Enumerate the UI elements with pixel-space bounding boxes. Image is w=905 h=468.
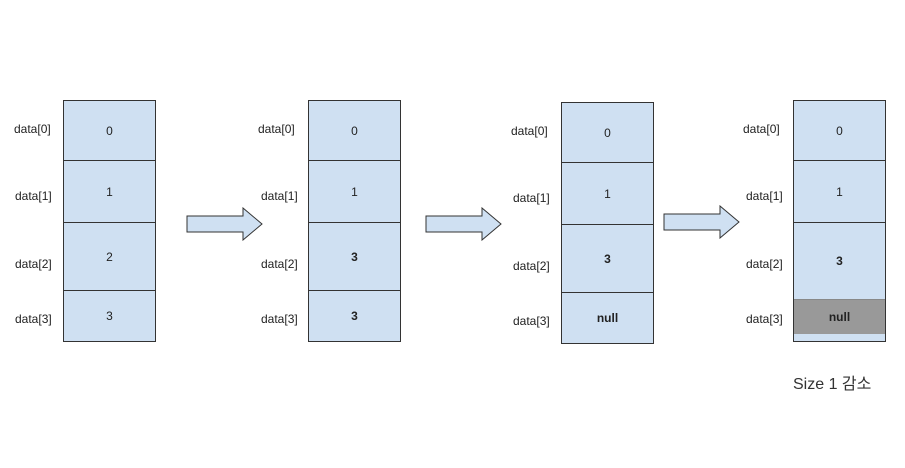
right-arrow-icon [425,207,502,241]
array-cell: 3 [562,225,653,293]
index-label: data[3] [513,314,550,328]
array-cell: 3 [106,309,113,323]
array-cell: 1 [309,161,400,223]
index-label: data[0] [511,124,548,138]
size-decrease-caption: Size 1 감소 [793,376,872,393]
array-box: 0 1 3 null [793,100,886,342]
index-label: data[0] [258,122,295,136]
array-cell: 1 [562,163,653,225]
array-cell: 1 [64,161,155,223]
array-box: 0 1 3 null [561,102,654,344]
index-label: data[0] [743,122,780,136]
array-cell: 0 [562,103,653,163]
array-cell: 3 [351,309,358,323]
right-arrow-icon [186,207,263,241]
array-cell: 3 [836,254,843,268]
index-label: data[2] [261,257,298,271]
array-box: 0 1 3 3 [308,100,401,342]
array-box: 0 1 2 3 [63,100,156,342]
index-label: data[2] [746,257,783,271]
index-label: data[3] [15,312,52,326]
array-cell: 3 [309,223,400,291]
array-cell: null [596,311,619,325]
index-label: data[1] [513,191,550,205]
index-label: data[3] [746,312,783,326]
removed-cell: null [794,299,885,334]
right-arrow-icon [663,205,740,239]
index-label: data[3] [261,312,298,326]
array-cell: 0 [64,101,155,161]
index-label: data[2] [15,257,52,271]
index-label: data[1] [746,189,783,203]
index-label: data[2] [513,259,550,273]
array-cell: 2 [64,223,155,291]
array-cell: 0 [794,101,885,161]
index-label: data[0] [14,122,51,136]
index-label: data[1] [261,189,298,203]
index-label: data[1] [15,189,52,203]
array-cell: 1 [794,161,885,223]
array-cell: 0 [309,101,400,161]
